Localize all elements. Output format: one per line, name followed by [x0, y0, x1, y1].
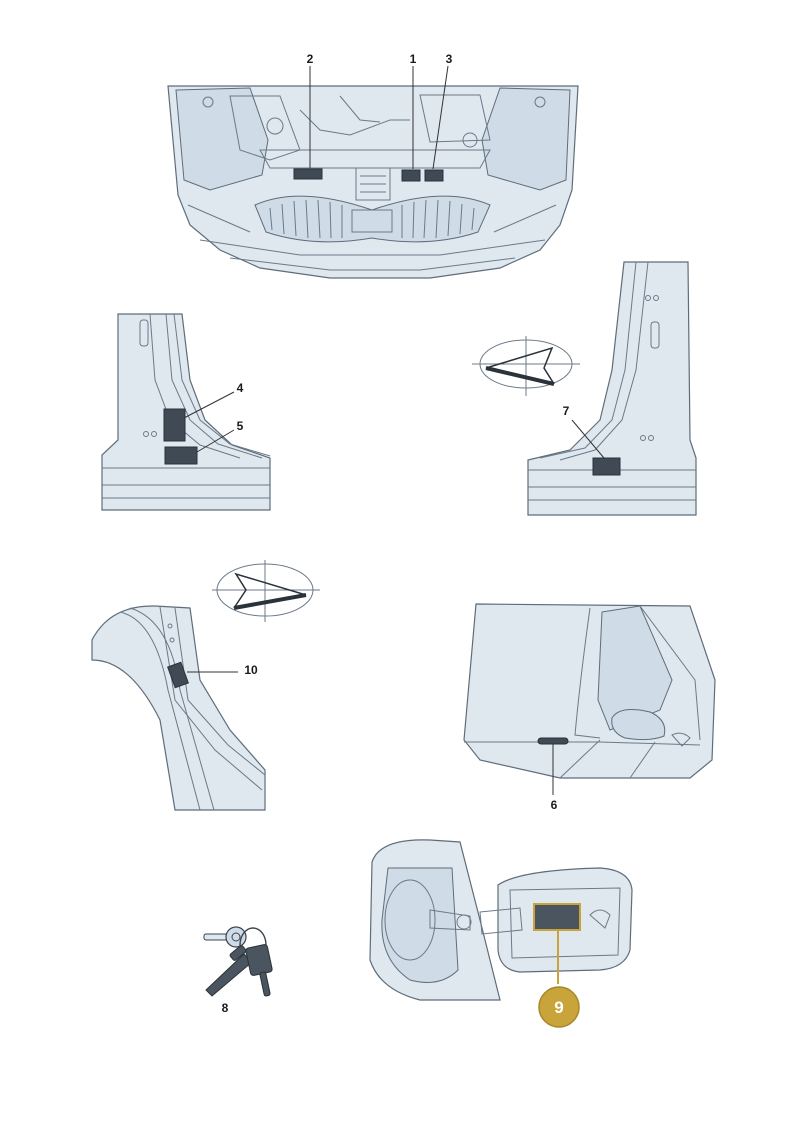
- label-plate-2: [293, 168, 323, 180]
- door-mirror-illustration: [463, 603, 716, 779]
- label-plate-9: [533, 903, 581, 931]
- callout-6: 6: [551, 798, 558, 812]
- callout-4: 4: [237, 381, 244, 395]
- label-plate-3: [424, 169, 444, 182]
- callout-2: 2: [307, 52, 314, 66]
- orientation-car-icon-2: [212, 560, 320, 622]
- callout-1: 1: [410, 52, 417, 66]
- callout-3: 3: [446, 52, 453, 66]
- label-plate-7: [592, 457, 621, 476]
- callout-7: 7: [563, 404, 570, 418]
- b-pillar-left-illustration: [101, 313, 271, 511]
- callout-10: 10: [244, 663, 258, 677]
- callout-9: 9: [554, 998, 563, 1017]
- leader-line-3: [432, 65, 449, 170]
- orientation-car-icon: [472, 336, 580, 396]
- leader-line-5: [196, 429, 235, 453]
- c-pillar-illustration: [91, 605, 266, 811]
- label-plate-10: [167, 661, 189, 689]
- fuel-flap-illustration: [369, 839, 633, 1001]
- callout-9-badge: [538, 986, 580, 1028]
- label-plate-4: [163, 408, 186, 442]
- label-plate-5: [164, 446, 198, 465]
- label-plate-1: [401, 169, 421, 182]
- engine-bay-illustration: [167, 85, 579, 279]
- callout-5: 5: [237, 419, 244, 433]
- label-plate-6: [537, 737, 569, 745]
- b-pillar-right-illustration: [527, 261, 697, 516]
- leader-line-4: [183, 391, 235, 419]
- car-keys-illustration: [203, 926, 273, 997]
- leader-line-7: [571, 419, 605, 459]
- callout-8: 8: [222, 1001, 229, 1015]
